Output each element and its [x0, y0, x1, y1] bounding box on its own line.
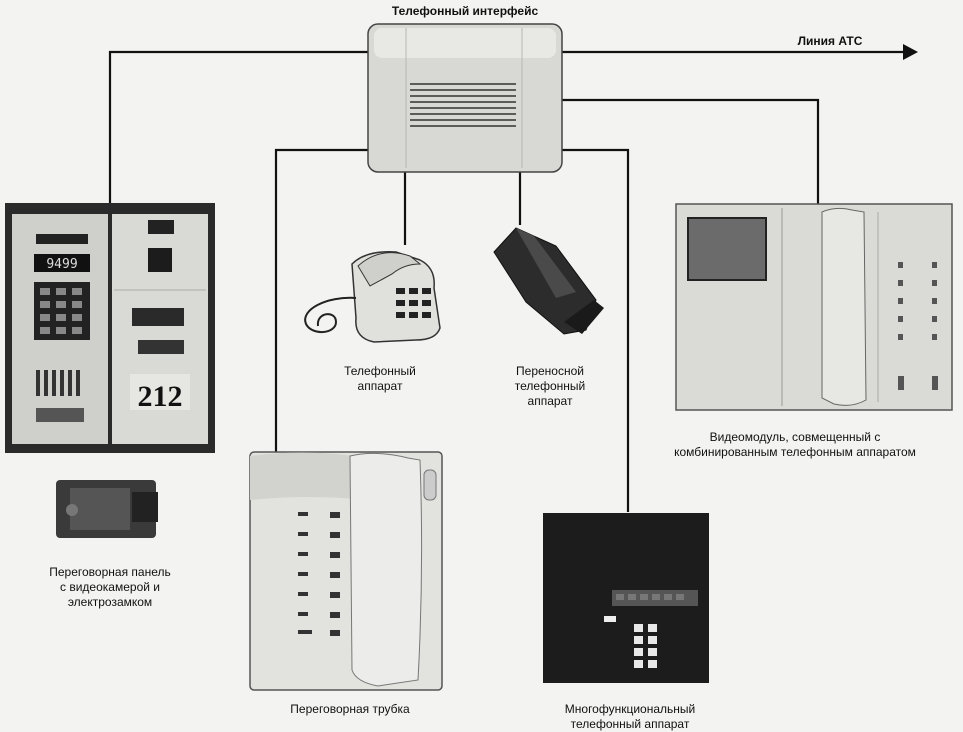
desk-phone-device	[296, 244, 456, 350]
panel-display: 9499	[46, 257, 77, 272]
wire-to-videomodule	[562, 100, 818, 205]
intercom-panel-device: 9499 212	[4, 202, 216, 454]
handset-label: Переговорная трубка	[250, 702, 450, 717]
interface-title: Телефонный интерфейс	[360, 4, 570, 19]
ats-arrowhead	[903, 44, 918, 60]
telephone-interface-device	[366, 22, 566, 174]
handset-device	[248, 450, 444, 692]
apartment-number: 212	[138, 380, 183, 413]
electric-lock-device	[52, 474, 168, 544]
portable-phone-device	[486, 222, 610, 338]
wire-to-panel	[110, 52, 368, 205]
videomodule-device	[674, 202, 954, 412]
ats-line-label: Линия АТС	[760, 34, 900, 49]
multifunction-phone-device	[542, 512, 710, 684]
